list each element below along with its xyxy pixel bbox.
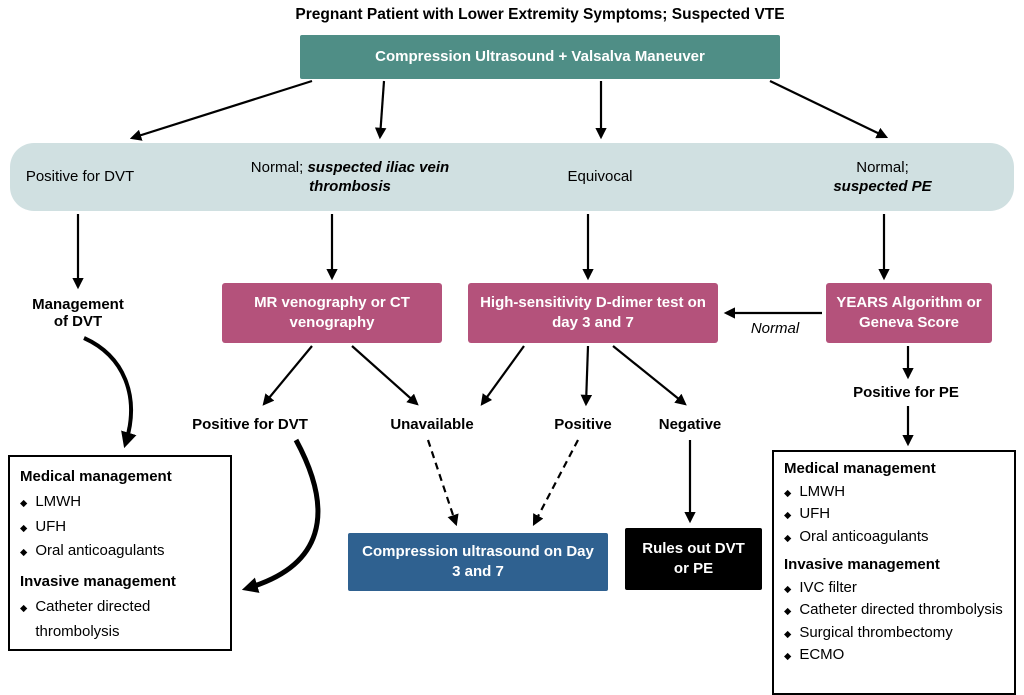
arrow-ddimer-to-negative (612, 345, 687, 406)
list-item-label: ECMO (799, 646, 845, 663)
diamond-bullet-icon: ◆ (784, 628, 792, 640)
band-option-pe-label: Normal; suspected PE (833, 158, 931, 197)
curved-arrow-management-to-left-box (83, 336, 137, 449)
dvt-management-box: Medical management ◆ LMWH ◆ UFH ◆ Oral a… (8, 455, 232, 651)
list-item: ◆ Catheter directed thrombolysis (20, 595, 220, 645)
band-option-iliac: Normal; suspected iliac vein thrombosis (248, 143, 452, 211)
edge-label-normal: Normal (750, 320, 800, 337)
band-option-pe-prefix: Normal; (856, 158, 909, 176)
arrow-root-to-pe (769, 80, 889, 139)
diamond-bullet-icon: ◆ (784, 532, 792, 544)
band-option-pe-italic: suspected PE (833, 178, 932, 195)
diamond-bullet-icon: ◆ (784, 651, 792, 662)
diagram-title: Pregnant Patient with Lower Extremity Sy… (295, 6, 785, 23)
curved-arrow-positive-dvt-to-left-box (241, 438, 321, 593)
node-rules-out-label: Rules out DVT or PE (642, 539, 745, 577)
list-item-label: Surgical thrombectomy (799, 623, 953, 641)
list-item: ◆ Surgical thrombectomy (784, 622, 1004, 645)
pe-management-box: Medical management ◆ LMWH ◆ UFH ◆ Oral a… (772, 450, 1016, 695)
pe-medical-heading: Medical management (784, 460, 936, 477)
list-item-label: Catheter directed thrombolysis (35, 597, 151, 640)
list-item-label: Catheter directed thrombolysis (799, 601, 1003, 618)
list-item-label: LMWH (35, 492, 82, 510)
dvt-invasive-heading: Invasive management (20, 573, 176, 590)
node-compression-us-day3-7-label: Compression ultrasound on Day 3 and 7 (362, 542, 594, 580)
node-mr-venography-label: MR venography or CT venography (254, 293, 410, 331)
dashed-arrow-positive-to-cus (532, 439, 579, 527)
edge-label-positive-for-dvt: Positive for DVT (192, 416, 308, 433)
list-item-label: UFH (799, 505, 831, 522)
list-item: ◆ LMWH (20, 490, 220, 515)
list-item-label: Oral anticoagulants (35, 542, 165, 560)
band-option-iliac-label: Normal; suspected iliac vein thrombosis (248, 158, 452, 197)
node-compression-ultrasound-valsalva: Compression Ultrasound + Valsalva Maneuv… (300, 35, 780, 79)
list-item-label: IVC filter (799, 578, 857, 596)
band-option-positive-dvt: Positive for DVT (10, 143, 150, 211)
band-option-positive-dvt-label: Positive for DVT (25, 168, 135, 186)
dashed-arrow-unavailable-to-cus (426, 439, 459, 527)
diamond-bullet-icon: ◆ (784, 510, 792, 521)
arrow-root-to-positive-dvt (129, 79, 313, 141)
arrow-root-to-iliac (374, 80, 387, 140)
arrow-ddimer-to-positive (580, 345, 593, 407)
band-option-iliac-prefix: Normal; (250, 158, 308, 176)
node-years-algorithm-label: YEARS Algorithm or Geneva Score (836, 293, 982, 331)
list-item: ◆ Oral anticoagulants (20, 539, 220, 564)
list-item-label: UFH (35, 517, 67, 535)
list-item: ◆ ECMO (784, 644, 1004, 667)
list-item: ◆ LMWH (784, 481, 1004, 504)
edge-label-negative: Negative (658, 416, 722, 433)
outcomes-band (10, 143, 1014, 211)
diamond-bullet-icon: ◆ (784, 606, 792, 617)
list-item: ◆ Catheter directed thrombolysis (784, 599, 1004, 622)
dvt-medical-heading: Medical management (20, 468, 172, 485)
band-option-iliac-italic: suspected iliac vein thrombosis (307, 158, 450, 196)
diamond-bullet-icon: ◆ (784, 487, 792, 499)
node-years-algorithm: YEARS Algorithm or Geneva Score (826, 283, 992, 343)
node-compression-ultrasound-valsalva-label: Compression Ultrasound + Valsalva Maneuv… (375, 47, 705, 65)
diamond-bullet-icon: ◆ (20, 602, 28, 614)
diamond-bullet-icon: ◆ (20, 497, 28, 509)
edge-label-positive-for-pe: Positive for PE (853, 384, 959, 401)
arrow-ddimer-to-unavailable (480, 345, 525, 406)
diamond-bullet-icon: ◆ (20, 547, 28, 559)
diamond-bullet-icon: ◆ (784, 583, 792, 595)
node-d-dimer: High-sensitivity D-dimer test on day 3 a… (468, 283, 718, 343)
arrow-mr-to-positive-dvt-label (262, 345, 313, 406)
node-mr-venography: MR venography or CT venography (222, 283, 442, 343)
node-compression-us-day3-7: Compression ultrasound on Day 3 and 7 (348, 533, 608, 591)
diamond-bullet-icon: ◆ (20, 522, 28, 534)
band-option-equivocal: Equivocal (540, 143, 660, 211)
arrow-mr-to-unavailable (351, 345, 419, 406)
list-item-label: Oral anticoagulants (799, 527, 929, 545)
edge-label-unavailable: Unavailable (390, 416, 474, 433)
node-rules-out: Rules out DVT or PE (625, 528, 762, 590)
band-option-equivocal-label: Equivocal (567, 168, 633, 186)
band-option-pe: Normal; suspected PE (810, 143, 955, 211)
list-item: ◆ UFH (784, 503, 1004, 526)
edge-label-positive: Positive (554, 416, 612, 433)
list-item-label: LMWH (799, 482, 846, 500)
pe-invasive-heading: Invasive management (784, 556, 940, 573)
management-of-dvt-label: Management of DVT (32, 296, 124, 330)
list-item: ◆ Oral anticoagulants (784, 526, 1004, 549)
list-item: ◆ IVC filter (784, 577, 1004, 600)
node-d-dimer-label: High-sensitivity D-dimer test on day 3 a… (480, 293, 706, 331)
list-item: ◆ UFH (20, 515, 220, 540)
